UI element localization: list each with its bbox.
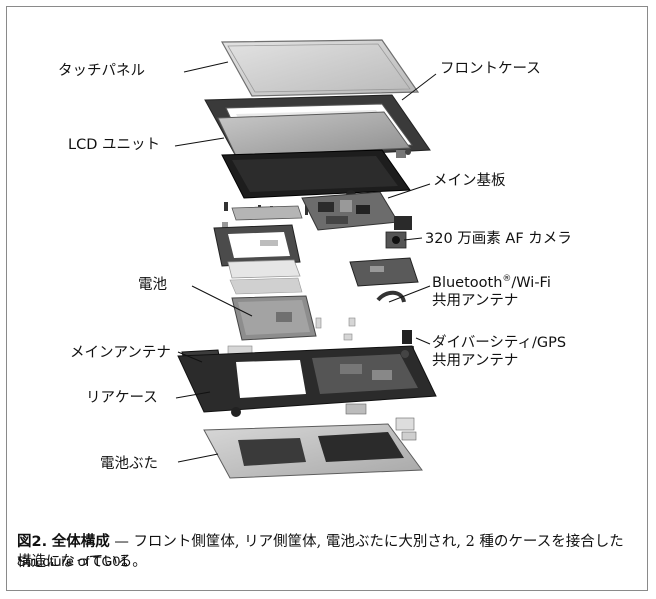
label-diversity-antenna: ダイバーシティ/GPS 共用アンテナ xyxy=(432,334,566,370)
caption-figure-label: 図2. xyxy=(17,534,48,550)
main-board-part xyxy=(301,191,399,231)
bluetooth-antenna-part xyxy=(376,290,406,303)
main-board-frame-part xyxy=(221,149,411,199)
caption-dash: — xyxy=(114,534,129,550)
rear-case-part xyxy=(177,345,437,417)
connector-part xyxy=(345,403,417,441)
lcd-unit-part xyxy=(217,111,411,157)
label-battery-cover: 電池ぶた xyxy=(100,456,158,472)
label-main-antenna: メインアンテナ xyxy=(70,345,171,361)
label-touch-panel: タッチパネル xyxy=(58,63,145,79)
bracket-part xyxy=(231,205,303,221)
label-camera: 320 万画素 AF カメラ xyxy=(425,231,572,247)
sheet-part xyxy=(227,259,303,295)
label-battery: 電池 xyxy=(138,277,167,293)
label-bluetooth-antenna: Bluetooth®/Wi-Fi 共用アンテナ xyxy=(432,270,551,310)
caption-body: フロント側筐体, リア側筐体, 電池ぶたに大別され, 2 種のケースを接合した構… xyxy=(17,534,624,570)
label-front-case: フロントケース xyxy=(440,61,541,77)
label-rear-case: リアケース xyxy=(86,390,158,406)
caption-title: 全体構成 xyxy=(51,534,110,550)
leader-lines xyxy=(174,61,437,463)
label-diversity-line1: ダイバーシティ/GPS xyxy=(432,335,567,351)
exploded-view-diagram xyxy=(174,39,437,479)
figure-caption: 図2. 全体構成 — フロント側筐体, リア側筐体, 電池ぶたに大別され, 2 … xyxy=(17,532,633,572)
lower-board-part xyxy=(349,257,419,287)
label-main-board: メイン基板 xyxy=(433,173,506,189)
label-lcd-unit: LCD ユニット xyxy=(68,137,160,153)
caption-english: Structure of TG01 xyxy=(17,553,129,569)
label-wifi-text: /Wi-Fi xyxy=(511,274,551,291)
shield-frame-part xyxy=(213,224,301,267)
battery-cover-part xyxy=(203,423,423,479)
label-bluetooth-text: Bluetooth xyxy=(432,274,503,291)
touch-panel-part xyxy=(220,39,420,97)
label-bluetooth-line2: 共用アンテナ xyxy=(432,292,519,309)
battery-part xyxy=(231,295,317,341)
camera-part xyxy=(385,216,412,249)
label-registered-mark: ® xyxy=(502,274,512,284)
label-diversity-line2: 共用アンテナ xyxy=(432,353,519,369)
